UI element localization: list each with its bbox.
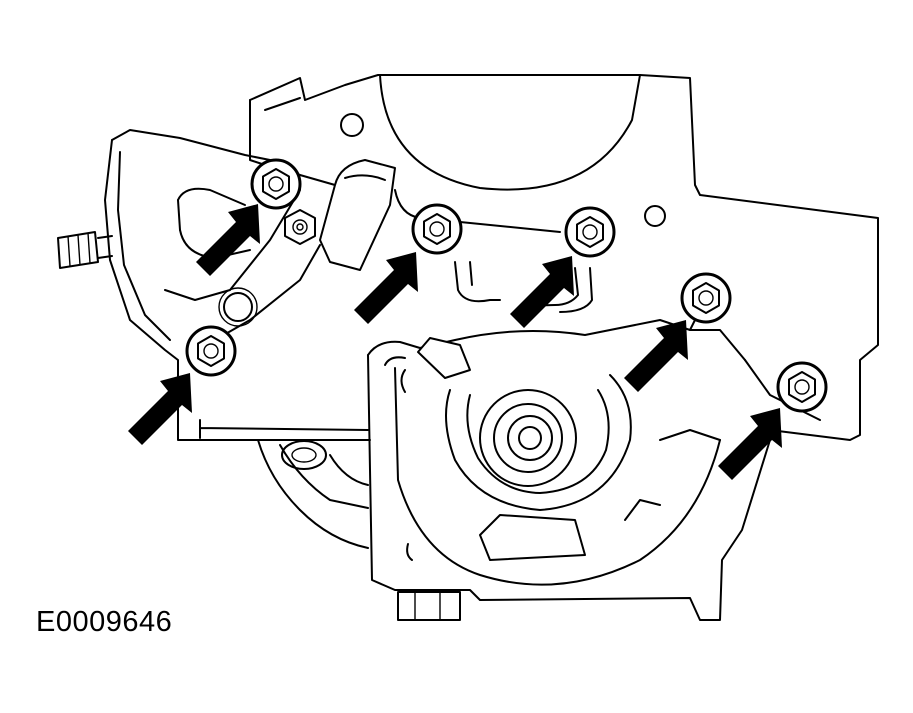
bottom-bolt <box>397 543 461 621</box>
bolt-1 <box>250 158 302 210</box>
bolt-6 <box>776 361 828 413</box>
figure-id-label: E0009646 <box>36 606 173 638</box>
bolt-2 <box>185 325 237 377</box>
pump-housing <box>367 299 821 621</box>
bolt-4 <box>564 206 616 258</box>
pipe-elbow <box>319 159 561 271</box>
upper-bore <box>218 74 666 327</box>
engine-block-outline <box>57 74 879 441</box>
arrow-icon <box>718 408 782 480</box>
arrow-icon <box>624 320 688 392</box>
bolt-5 <box>680 272 732 324</box>
small-nut <box>284 209 316 245</box>
bolt-3 <box>411 203 463 255</box>
arrow-icon <box>510 256 574 328</box>
center-channels <box>454 261 593 313</box>
arrow-icon <box>128 373 192 445</box>
lower-left-rib <box>199 419 369 549</box>
